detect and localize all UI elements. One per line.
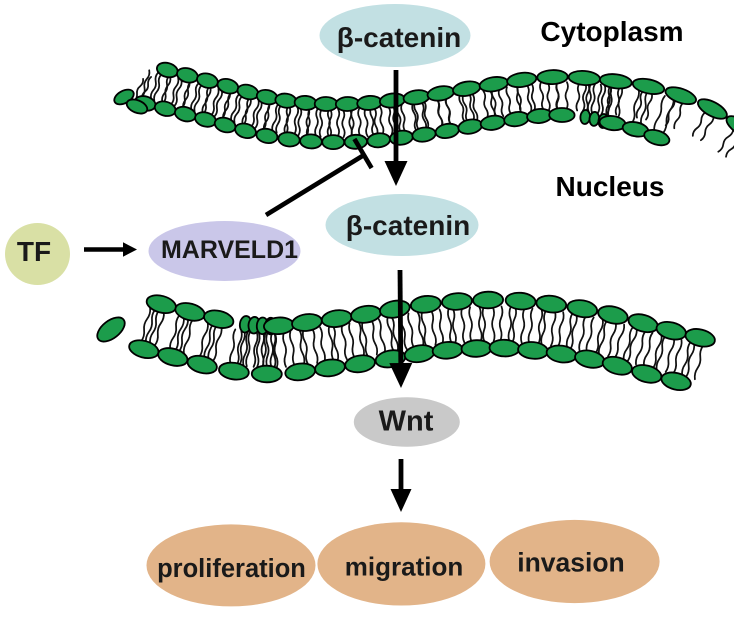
svg-text:TF: TF [17, 236, 51, 267]
svg-text:Nucleus: Nucleus [556, 171, 665, 202]
svg-text:MARVELD1: MARVELD1 [161, 236, 298, 264]
svg-text:Cytoplasm: Cytoplasm [540, 16, 683, 47]
svg-text:migration: migration [345, 552, 463, 582]
svg-text:β-catenin: β-catenin [337, 22, 461, 53]
svg-text:invasion: invasion [517, 548, 625, 578]
svg-text:Wnt: Wnt [379, 406, 434, 438]
svg-text:proliferation: proliferation [157, 555, 306, 583]
svg-text:β-catenin: β-catenin [346, 210, 470, 241]
